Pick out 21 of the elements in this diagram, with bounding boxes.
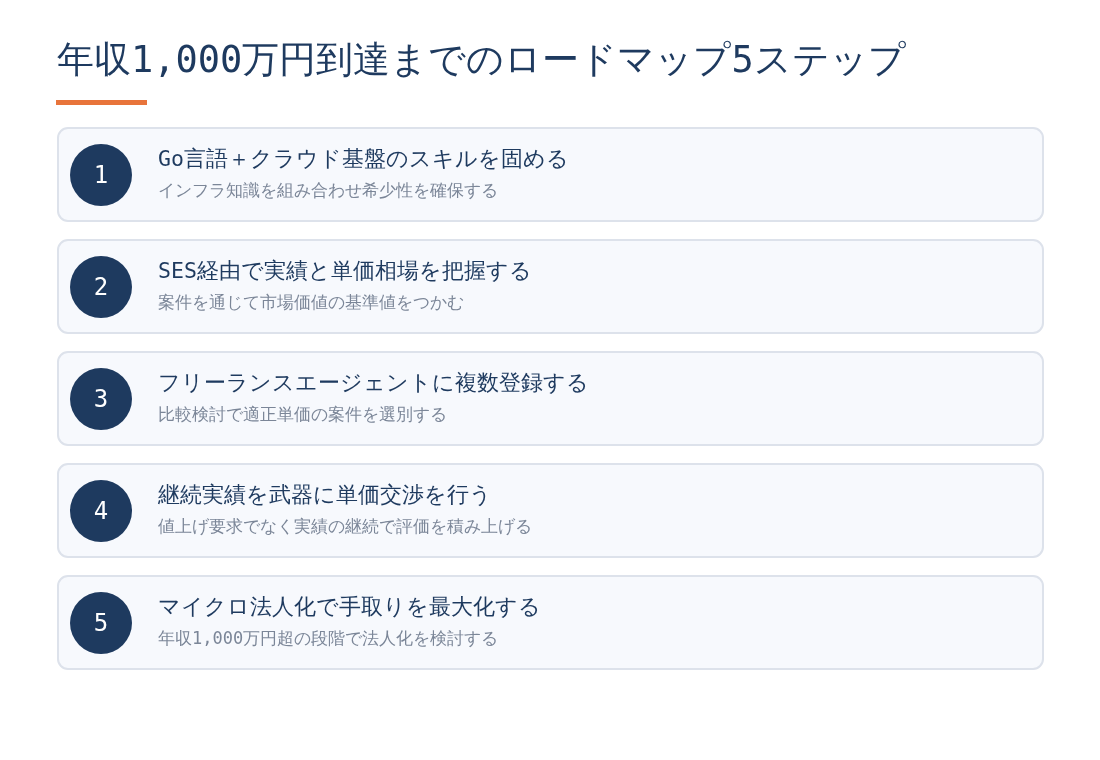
step-card [57, 239, 1044, 334]
step-title: 継続実績を武器に単価交渉を行う [158, 481, 492, 509]
step-title: マイクロ法人化で手取りを最大化する [158, 593, 541, 621]
step-description: 案件を通じて市場価値の基準値をつかむ [158, 291, 464, 314]
number-circle: 5 [70, 592, 132, 654]
step-description: インフラ知識を組み合わせ希少性を確保する [158, 179, 498, 202]
step-card [57, 463, 1044, 558]
number-circle: 1 [70, 144, 132, 206]
step-card [57, 575, 1044, 670]
step-description: 比較検討で適正単価の案件を選別する [158, 403, 447, 426]
step-description: 年収1,000万円超の段階で法人化を検討する [158, 627, 499, 650]
step-card [57, 351, 1044, 446]
step-title: Go言語＋クラウド基盤のスキルを固める [158, 145, 569, 173]
number-circle: 3 [70, 368, 132, 430]
title: 年収1,000万円到達までのロードマップ5ステップ [57, 37, 906, 83]
step-card [57, 127, 1044, 222]
number-circle: 4 [70, 480, 132, 542]
number-circle: 2 [70, 256, 132, 318]
step-title: フリーランスエージェントに複数登録する [158, 369, 589, 397]
step-description: 値上げ要求でなく実績の継続で評価を積み上げる [158, 515, 532, 538]
step-title: SES経由で実績と単価相場を把握する [158, 257, 532, 285]
